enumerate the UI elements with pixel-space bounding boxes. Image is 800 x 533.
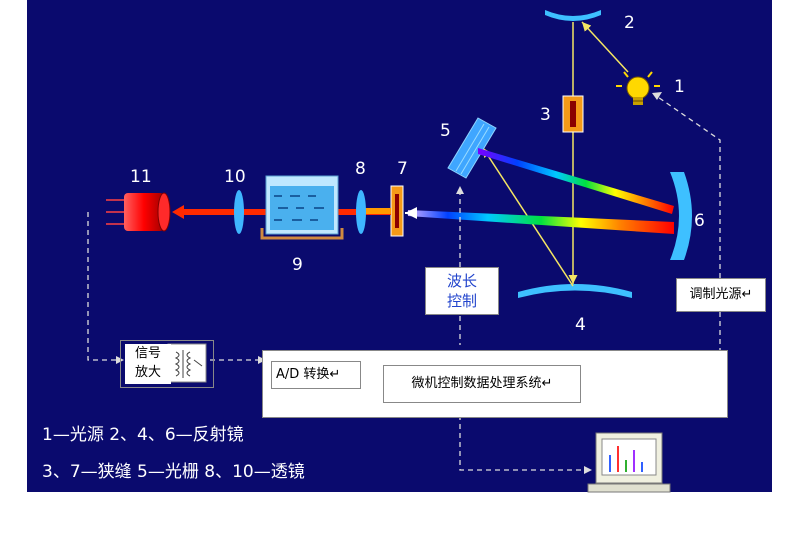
label-11: 11 — [130, 167, 152, 187]
signal-amplifier-line2: 放大 — [134, 365, 161, 380]
dispersed-beam-lower — [408, 210, 674, 234]
mirror-2 — [545, 10, 601, 21]
wavelength-control-line1: 波长 — [446, 272, 477, 290]
label-7: 7 — [397, 159, 408, 179]
computer-icon — [587, 432, 671, 493]
label-10: 10 — [224, 167, 246, 187]
mirror-4 — [518, 284, 632, 298]
label-3: 3 — [540, 105, 551, 125]
label-5: 5 — [440, 121, 451, 141]
signal-amplifier-box: 信号 放大 — [120, 340, 214, 388]
amplifier-icon — [167, 343, 207, 383]
beam-source-to-mirror2 — [581, 21, 629, 73]
modulated-light-box: 调制光源↵ — [676, 278, 766, 312]
sample-cell-9 — [260, 175, 344, 240]
label-6: 6 — [694, 211, 705, 231]
lens-8 — [356, 190, 366, 234]
grating-5 — [447, 117, 497, 179]
detector-11 — [106, 192, 171, 232]
micro-system-box: 微机控制数据处理系统↵ — [383, 365, 581, 403]
legend-line-2: 3、7—狭缝 5—光栅 8、10—透镜 — [42, 462, 305, 482]
label-2: 2 — [624, 13, 635, 33]
label-8: 8 — [355, 159, 366, 179]
lens-10 — [234, 190, 244, 234]
wavelength-control-box: 波长 控制 — [425, 267, 499, 315]
ad-convert-box: A/D 转换↵ — [271, 361, 361, 389]
diagram-background — [27, 0, 772, 492]
label-1: 1 — [674, 77, 685, 97]
dispersed-beam-upper — [478, 148, 674, 214]
light-bulb-icon — [616, 71, 660, 105]
label-9: 9 — [292, 255, 303, 275]
legend-line-1: 1—光源 2、4、6—反射镜 — [42, 425, 244, 445]
mirror-6 — [670, 172, 692, 260]
label-4: 4 — [575, 315, 586, 335]
wavelength-control-line2: 控制 — [446, 292, 477, 310]
signal-amplifier-line1: 信号 — [134, 346, 161, 361]
processing-panel: A/D 转换↵ 微机控制数据处理系统↵ — [262, 350, 728, 418]
dashed-connectors — [87, 94, 721, 471]
